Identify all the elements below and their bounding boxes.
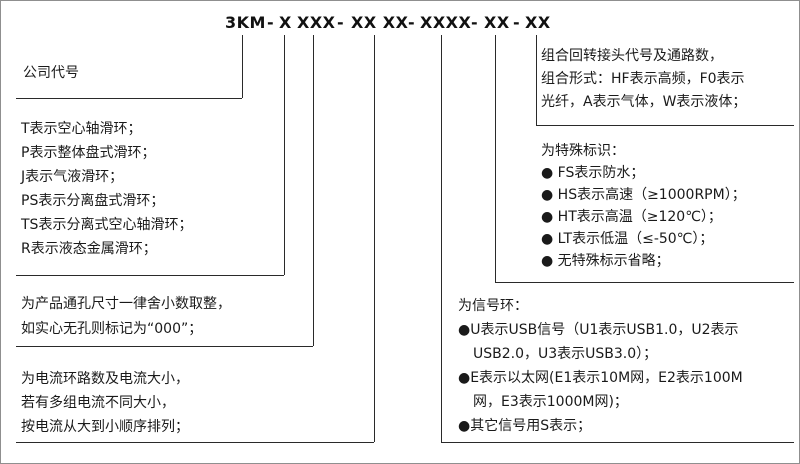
model-code-segment: - bbox=[471, 13, 479, 32]
connector-bore-horizontal bbox=[16, 346, 313, 347]
text-line: ● FS表示防水； bbox=[541, 165, 645, 181]
connector-signal-horizontal bbox=[441, 442, 794, 443]
special-marks-block: 为特殊标识： ● FS表示防水； ● HS表示高速（≥1000RPM）； ● H… bbox=[541, 140, 746, 272]
text-line: 组合形式：HF表示高频，F0表示 bbox=[541, 71, 745, 87]
rotary-joint-block: 组合回转接头代号及通路数， 组合形式：HF表示高频，F0表示 光纤，A表示气体，… bbox=[541, 45, 746, 114]
text-line: 网，E3表示1000M网)； bbox=[473, 394, 628, 410]
slip-ring-type-block: T表示空心轴滑环； P表示整体盘式滑环； J表示气液滑环； PS表示分离盘式滑环… bbox=[21, 117, 192, 261]
model-code-segment: XX XX bbox=[351, 13, 409, 32]
connector-type-horizontal bbox=[16, 275, 284, 276]
text-line: 光纤，A表示气体，W表示液体； bbox=[541, 94, 747, 110]
connector-rotary-horizontal bbox=[536, 125, 794, 126]
text-line: 若有多组电流不同大小， bbox=[21, 395, 175, 411]
model-code-segment: XXXX bbox=[420, 13, 472, 32]
model-code-segment: XX bbox=[525, 13, 551, 32]
connector-current-vertical bbox=[374, 35, 375, 442]
current-rings-block: 为电流环路数及电流大小， 若有多组电流不同大小， 按电流从大到小顺序排列； bbox=[21, 367, 189, 439]
text-line: ●U表示USB信号（U1表示USB1.0，U2表示 bbox=[458, 322, 739, 338]
connector-special-vertical bbox=[495, 35, 496, 282]
text-line: ● 无特殊标示省略； bbox=[541, 253, 670, 269]
company-code-block: 公司代号 bbox=[23, 61, 79, 85]
text-line: USB2.0，U3表示USB3.0）； bbox=[473, 346, 658, 362]
text-line: ●E表示以太网(E1表示10M网，E2表示100M bbox=[458, 370, 743, 386]
model-code-segment: XXX bbox=[297, 13, 336, 32]
model-code-segment: 3KM bbox=[225, 13, 266, 32]
text-line: J表示气液滑环； bbox=[21, 169, 124, 185]
text-line: ●其它信号用S表示； bbox=[458, 418, 592, 434]
model-code-segment: - bbox=[337, 13, 345, 32]
text-line: 为电流环路数及电流大小， bbox=[21, 371, 189, 387]
text-line: 为产品通孔尺寸一律舍小数取整， bbox=[21, 296, 231, 312]
connector-type-vertical bbox=[284, 35, 285, 275]
text-line: R表示液态金属滑环； bbox=[21, 241, 157, 257]
text-line: PS表示分离盘式滑环； bbox=[21, 193, 165, 209]
connector-special-horizontal bbox=[495, 282, 794, 283]
connector-signal-vertical bbox=[441, 35, 442, 442]
text-line: ● HT表示高温（≥120℃）； bbox=[541, 209, 722, 225]
model-code-segment: XX bbox=[484, 13, 510, 32]
model-code-segment: - bbox=[267, 13, 275, 32]
model-code-segment: - bbox=[513, 13, 521, 32]
model-code-segment: X bbox=[279, 13, 292, 32]
connector-company-vertical bbox=[242, 35, 243, 98]
text-line: 为信号环： bbox=[458, 298, 528, 314]
text-line: T表示空心轴滑环； bbox=[21, 121, 142, 137]
text-line: 公司代号 bbox=[23, 65, 79, 81]
text-line: 如实心无孔则标记为“000”； bbox=[21, 321, 203, 337]
text-line: TS表示分离式空心轴滑环； bbox=[21, 217, 193, 233]
model-code-segment: - bbox=[408, 13, 416, 32]
connector-current-horizontal bbox=[16, 442, 374, 443]
text-line: P表示整体盘式滑环； bbox=[21, 145, 156, 161]
text-line: ● HS表示高速（≥1000RPM）； bbox=[541, 187, 746, 203]
bore-size-block: 为产品通孔尺寸一律舍小数取整， 如实心无孔则标记为“000”； bbox=[21, 292, 231, 342]
signal-rings-block: 为信号环： ●U表示USB信号（U1表示USB1.0，U2表示 USB2.0，U… bbox=[458, 294, 743, 438]
connector-company-horizontal bbox=[16, 98, 242, 99]
connector-bore-vertical bbox=[313, 35, 314, 346]
connector-rotary-vertical bbox=[536, 35, 537, 125]
text-line: ● LT表示低温（≤-50℃）； bbox=[541, 231, 714, 247]
text-line: 为特殊标识： bbox=[541, 143, 625, 159]
text-line: 按电流从大到小顺序排列； bbox=[21, 419, 189, 435]
text-line: 组合回转接头代号及通路数， bbox=[541, 48, 723, 64]
